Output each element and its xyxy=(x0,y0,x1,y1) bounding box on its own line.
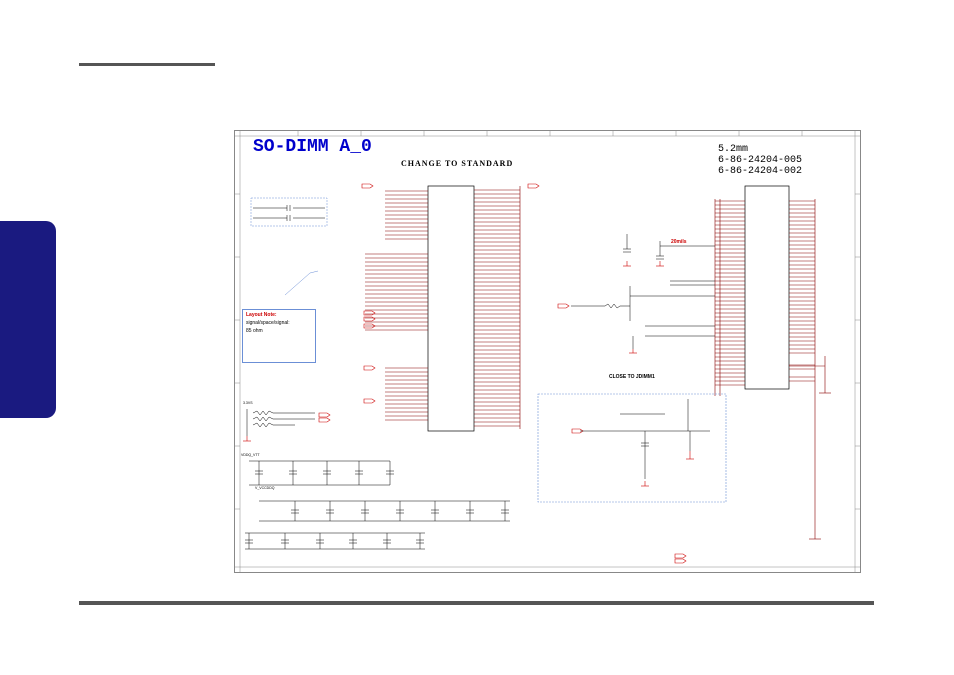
layout-note-line-2: 85 ohm xyxy=(246,328,263,334)
dimm-connector-body xyxy=(427,185,475,432)
trace-width-label: 20mils xyxy=(671,239,687,245)
part-number-1: 6-86-24204-005 xyxy=(718,155,803,166)
chapter-side-tab xyxy=(0,221,56,418)
schematic-sheet: SO-DIMM A_0 5.2mm 6-86-24204-005 6-86-24… xyxy=(234,130,861,573)
v3p3-net-label: 3.3VS xyxy=(243,401,253,405)
part-number-2: 6-86-24204-002 xyxy=(718,166,803,177)
header-rule xyxy=(79,63,215,66)
layout-note-heading: Layout Note: xyxy=(246,312,277,318)
dimm-power-connector-body xyxy=(744,185,790,390)
change-note: CHANGE TO STANDARD xyxy=(401,159,514,168)
schematic-title: SO-DIMM A_0 xyxy=(253,137,372,157)
footer-rule xyxy=(79,601,874,605)
part-height-label: 5.2mm xyxy=(718,144,749,155)
close-to-dimm-note: CLOSE TO JDIMM1 xyxy=(609,374,655,380)
vddq-vtt-net-label: VDDQ_VTT xyxy=(241,453,260,457)
layout-note-box: Layout Note: signal/space/signal: 85 ohm xyxy=(242,309,316,363)
v-vccddq-net-label: V_VCCDDQ xyxy=(255,486,275,490)
layout-note-line-1: signal/space/signal: xyxy=(246,320,290,326)
schematic-drawing xyxy=(235,131,860,572)
